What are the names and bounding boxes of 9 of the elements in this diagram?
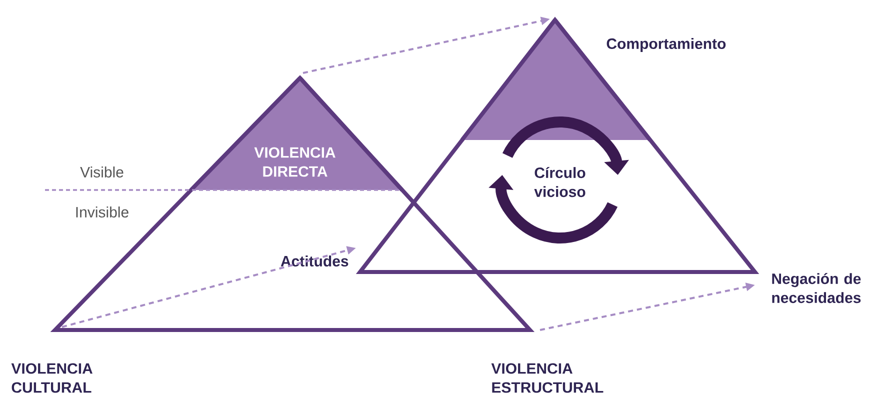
visibility-label: Invisible: [76, 206, 128, 218]
vertex-label: Actitudes: [280, 256, 348, 266]
pyramid-tip: Comportamiento: [460, 18, 726, 142]
vertex-label: VIOLENCIA ESTRUCTURAL: [491, 363, 604, 393]
cycle-label: Círculo vicioso: [534, 166, 586, 198]
pyramid-tip: VIOLENCIA DIRECTA: [190, 76, 404, 192]
vertex-label: VIOLENCIA CULTURAL: [11, 363, 92, 393]
visibility-label: Visible: [80, 166, 124, 178]
vertex-label: Negación de necesidades: [772, 272, 861, 304]
